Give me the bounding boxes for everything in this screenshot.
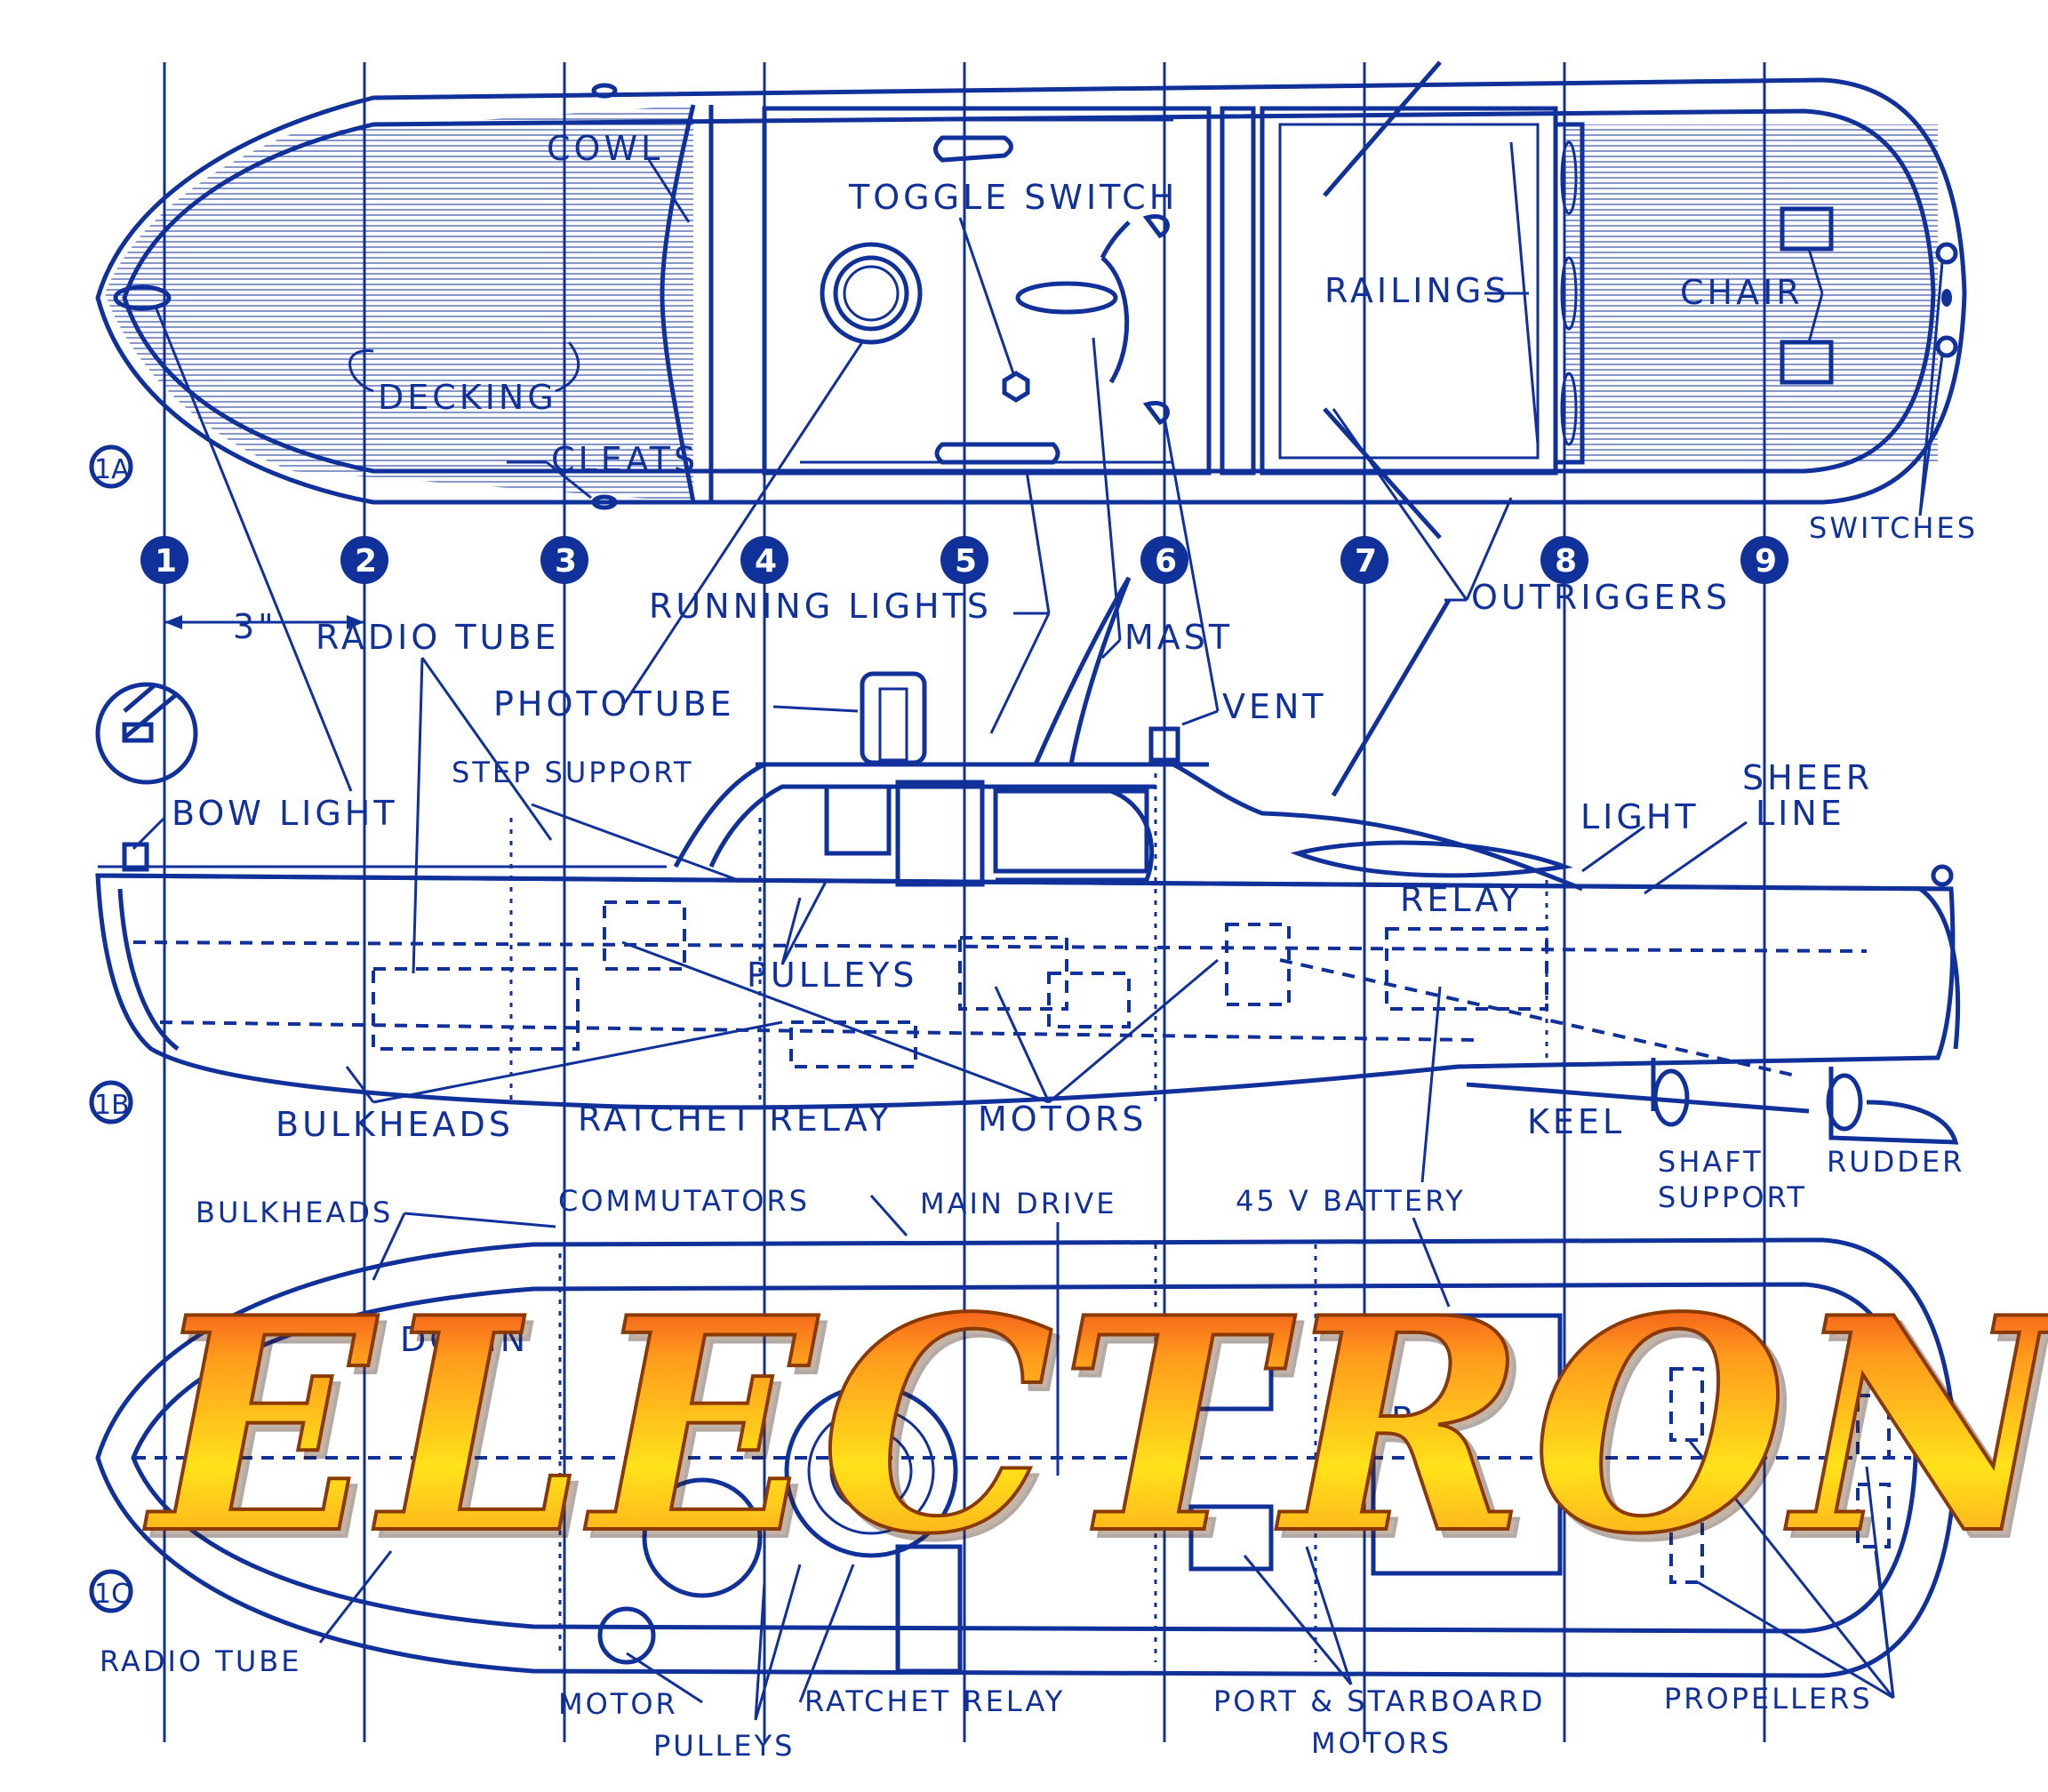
label-45v-battery: 45 V BATTERY — [1236, 1184, 1466, 1218]
label-pulleys-plan: PULLEYS — [653, 1729, 795, 1763]
station-marker-2 — [340, 536, 388, 584]
label-ratchet-relay-side: RATCHET RELAY — [578, 1100, 892, 1139]
station-marker-1 — [140, 536, 188, 584]
station-numbers: 1 2 3 4 5 6 7 8 9 — [140, 536, 1788, 584]
label-cowl: COWL — [547, 129, 663, 168]
phototube-top-icon — [820, 242, 923, 345]
label-ratchet-relay-plan: RATCHET RELAY — [804, 1684, 1065, 1718]
label-propellers: PROPELLERS — [1664, 1682, 1873, 1716]
label-support: SUPPORT — [1658, 1180, 1807, 1214]
station-marker-9 — [1740, 536, 1788, 584]
station-marker-5 — [940, 536, 988, 584]
station-number-7: 7 — [1355, 543, 1377, 580]
station-marker-7 — [1340, 536, 1388, 584]
label-motors-side: MOTORS — [978, 1100, 1147, 1139]
top-view-hull-outer — [95, 77, 1967, 505]
station-number-3: 3 — [555, 543, 577, 580]
label-sheer: SHEER — [1742, 758, 1873, 797]
station-marker-4 — [740, 536, 788, 584]
label-phototube: PHOTOTUBE — [493, 684, 735, 724]
label-rudder: RUDDER — [1827, 1145, 1964, 1179]
svg-text:ELECTRON III: ELECTRON III — [149, 1260, 2048, 1605]
label-chair: CHAIR — [1680, 273, 1804, 312]
view-tag-1c: 1C — [89, 1569, 133, 1613]
label-keel: KEEL — [1527, 1102, 1625, 1141]
bow-light-detail — [95, 682, 198, 785]
label-bow-light: BOW LIGHT — [172, 794, 398, 833]
station-marker-3 — [540, 536, 588, 584]
svg-text:1A: 1A — [94, 454, 130, 485]
top-view-hull-inner — [122, 108, 1936, 474]
title-electron-iii: ELECTRON III ELECTRON III — [140, 1252, 2048, 1607]
station-number-5: 5 — [955, 543, 977, 580]
label-shaft: SHAFT — [1658, 1145, 1764, 1179]
label-mast: MAST — [1124, 618, 1233, 657]
station-number-9: 9 — [1755, 543, 1777, 580]
svg-text:1B: 1B — [94, 1090, 130, 1121]
label-running-lights: RUNNING LIGHTS — [649, 587, 992, 626]
label-bulkheads-plan: BULKHEADS — [196, 1196, 393, 1229]
station-number-4: 4 — [755, 543, 777, 580]
label-relay-side: RELAY — [1400, 880, 1524, 919]
label-main-drive: MAIN DRIVE — [920, 1187, 1116, 1220]
label-outriggers: OUTRIGGERS — [1471, 578, 1731, 617]
label-line: LINE — [1756, 794, 1845, 833]
station-marker-8 — [1540, 536, 1588, 584]
label-bulkheads-side: BULKHEADS — [276, 1105, 514, 1144]
label-pulleys-side: PULLEYS — [747, 956, 917, 995]
title-text: ELECTRON III — [142, 1253, 2048, 1598]
view-tag-1b: 1B — [89, 1080, 133, 1124]
label-radio-tube-side: RADIO TUBE — [316, 618, 559, 657]
svg-text:1C: 1C — [94, 1579, 130, 1610]
label-motor: MOTOR — [558, 1687, 678, 1721]
label-commutators: COMMUTATORS — [558, 1184, 810, 1218]
label-cleats: CLEATS — [551, 440, 699, 479]
side-view — [95, 576, 1961, 1145]
label-partial-dorin: DORIN — [400, 1320, 529, 1359]
label-switches: SWITCHES — [1809, 511, 1978, 545]
station-number-1: 1 — [155, 543, 177, 580]
label-partial-relay: R Y — [1391, 1400, 1457, 1439]
station-number-2: 2 — [355, 543, 377, 580]
station-marker-6 — [1140, 536, 1188, 584]
label-motors-plan: MOTORS — [1311, 1726, 1452, 1760]
label-vent: VENT — [1222, 687, 1327, 726]
station-number-6: 6 — [1155, 543, 1177, 580]
label-step-support: STEP SUPPORT — [452, 756, 694, 789]
label-decking: DECKING — [378, 378, 557, 417]
toggle-switch-icon — [1002, 371, 1030, 403]
label-railings: RAILINGS — [1324, 271, 1509, 310]
view-tag-1a: 1A — [89, 444, 133, 489]
label-toggle-switch: TOGGLE SWITCH — [848, 178, 1178, 217]
side-view-hull — [95, 873, 1956, 1110]
station-number-8: 8 — [1555, 543, 1577, 580]
svg-text:3": 3" — [233, 607, 277, 646]
plan-view-hull — [95, 1237, 1958, 1678]
plan-view — [95, 1237, 1958, 1678]
label-port-starboard: PORT & STARBOARD — [1213, 1684, 1546, 1718]
dimension-3-inch: 3" — [164, 607, 364, 646]
label-radio-tube-plan: RADIO TUBE — [100, 1644, 301, 1678]
